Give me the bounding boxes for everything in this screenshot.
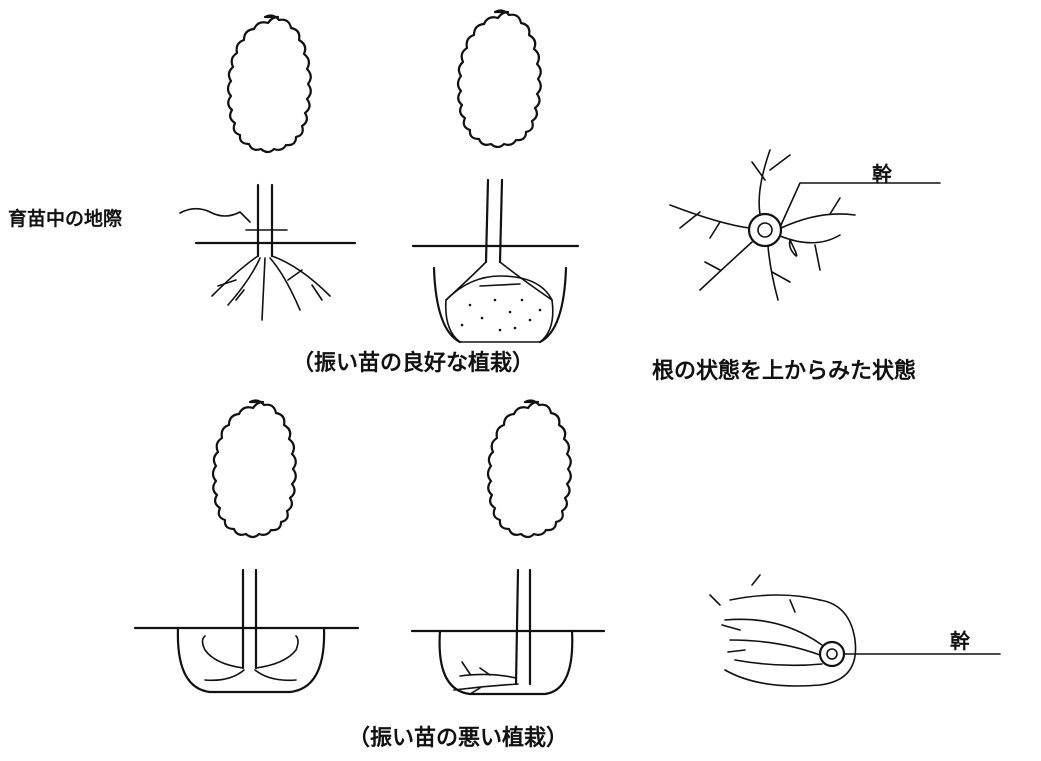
trunk-label-top: 幹 bbox=[872, 158, 892, 187]
tree-good-1 bbox=[196, 16, 355, 320]
good-planting-caption: （振い苗の良好な植栽） bbox=[292, 345, 534, 377]
top-view-good bbox=[670, 150, 940, 300]
tree-good-2 bbox=[413, 11, 578, 342]
bad-planting-caption: （振い苗の悪い植栽） bbox=[348, 720, 568, 752]
top-view-caption: 根の状態を上からみた状態 bbox=[652, 353, 916, 385]
tree-bad-1 bbox=[135, 401, 358, 692]
ground-line-arrow bbox=[180, 209, 250, 222]
tree-bad-2 bbox=[412, 401, 604, 694]
trunk-label-bottom: 幹 bbox=[950, 625, 970, 654]
ground-line-label: 育苗中の地際 bbox=[8, 204, 122, 231]
